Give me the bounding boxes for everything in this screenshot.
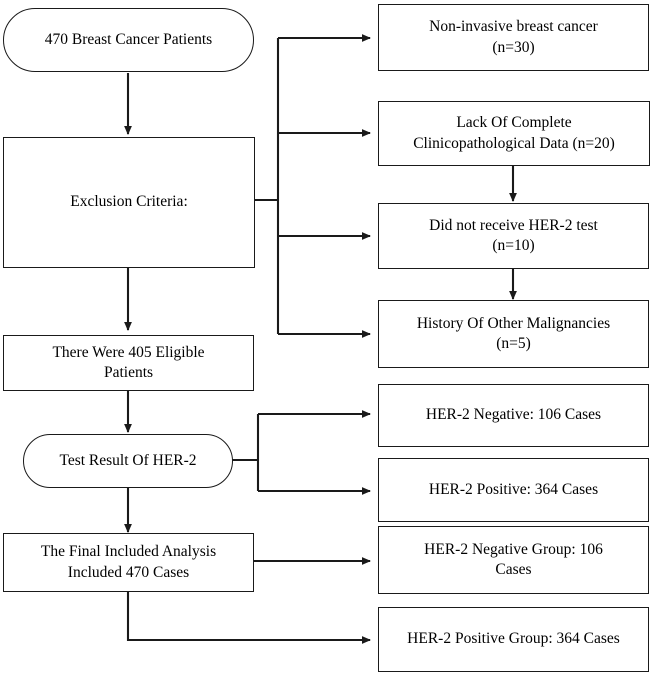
node-exclusion-noninvasive-label: Non-invasive breast cancer (n=30) [429, 18, 598, 56]
connector-final-to-positive-group [126, 592, 371, 644]
node-her2-positive-group-label: HER-2 Positive Group: 364 Cases [407, 630, 620, 648]
node-her2-positive[interactable]: HER-2 Positive: 364 Cases [378, 458, 649, 522]
node-final-analysis[interactable]: The Final Included Analysis Included 470… [3, 533, 254, 592]
node-her2-positive-label: HER-2 Positive: 364 Cases [428, 480, 599, 498]
node-start[interactable]: 470 Breast Cancer Patients [3, 8, 254, 72]
node-start-label: 470 Breast Cancer Patients [44, 30, 213, 48]
node-her2-negative[interactable]: HER-2 Negative: 106 Cases [378, 384, 649, 447]
node-her2-negative-group-label: HER-2 Negative Group: 106 Cases [424, 540, 603, 578]
node-eligible-patients-label: There Were 405 Eligible Patients [52, 343, 205, 381]
node-final-analysis-label: The Final Included Analysis Included 470… [40, 543, 217, 581]
node-eligible-patients[interactable]: There Were 405 Eligible Patients [3, 335, 254, 391]
node-exclusion-criteria-label: Exclusion Criteria: [70, 193, 188, 211]
node-exclusion-no-her2-test-label: Did not receive HER-2 test (n=10) [429, 216, 598, 254]
node-her2-negative-label: HER-2 Negative: 106 Cases [425, 406, 602, 424]
node-exclusion-incomplete-data[interactable]: Lack Of Complete Clinicopathological Dat… [378, 101, 650, 166]
node-exclusion-other-malignancies[interactable]: History Of Other Malignancies (n=5) [378, 300, 649, 368]
node-her2-negative-group[interactable]: HER-2 Negative Group: 106 Cases [378, 526, 649, 594]
node-exclusion-incomplete-data-label: Lack Of Complete Clinicopathological Dat… [413, 114, 615, 152]
node-test-result[interactable]: Test Result Of HER-2 [23, 434, 233, 488]
node-exclusion-noninvasive[interactable]: Non-invasive breast cancer (n=30) [378, 4, 649, 71]
node-exclusion-other-malignancies-label: History Of Other Malignancies (n=5) [416, 314, 611, 352]
node-test-result-label: Test Result Of HER-2 [59, 451, 197, 469]
node-exclusion-criteria[interactable]: Exclusion Criteria: [3, 137, 255, 268]
node-her2-positive-group[interactable]: HER-2 Positive Group: 364 Cases [378, 607, 649, 672]
node-exclusion-no-her2-test[interactable]: Did not receive HER-2 test (n=10) [378, 203, 649, 269]
